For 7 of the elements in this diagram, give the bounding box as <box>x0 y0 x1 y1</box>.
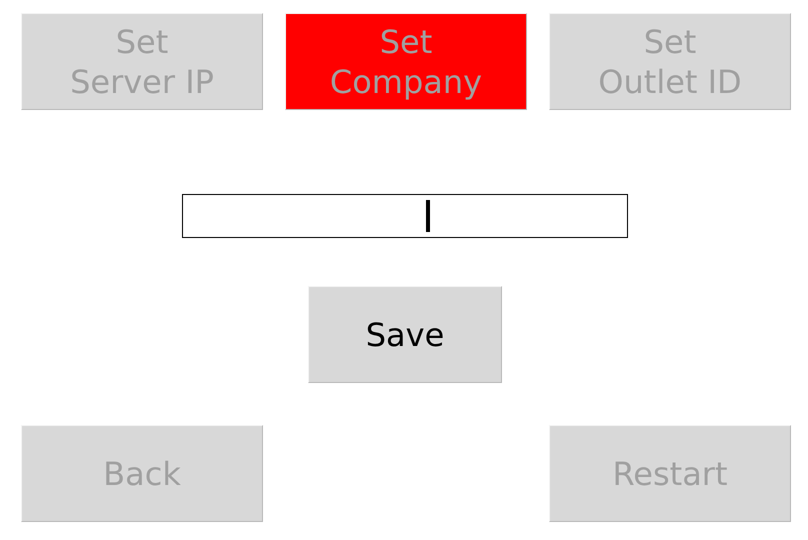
menu-button: Set Outlet ID <box>549 13 791 110</box>
save-button: Save <box>308 286 502 383</box>
input-field <box>182 194 628 238</box>
menu-button: Set Company <box>285 13 527 110</box>
restart-button: Restart <box>549 425 791 522</box>
back-button: Back <box>21 425 263 522</box>
menu-button: Set Server IP <box>21 13 263 110</box>
